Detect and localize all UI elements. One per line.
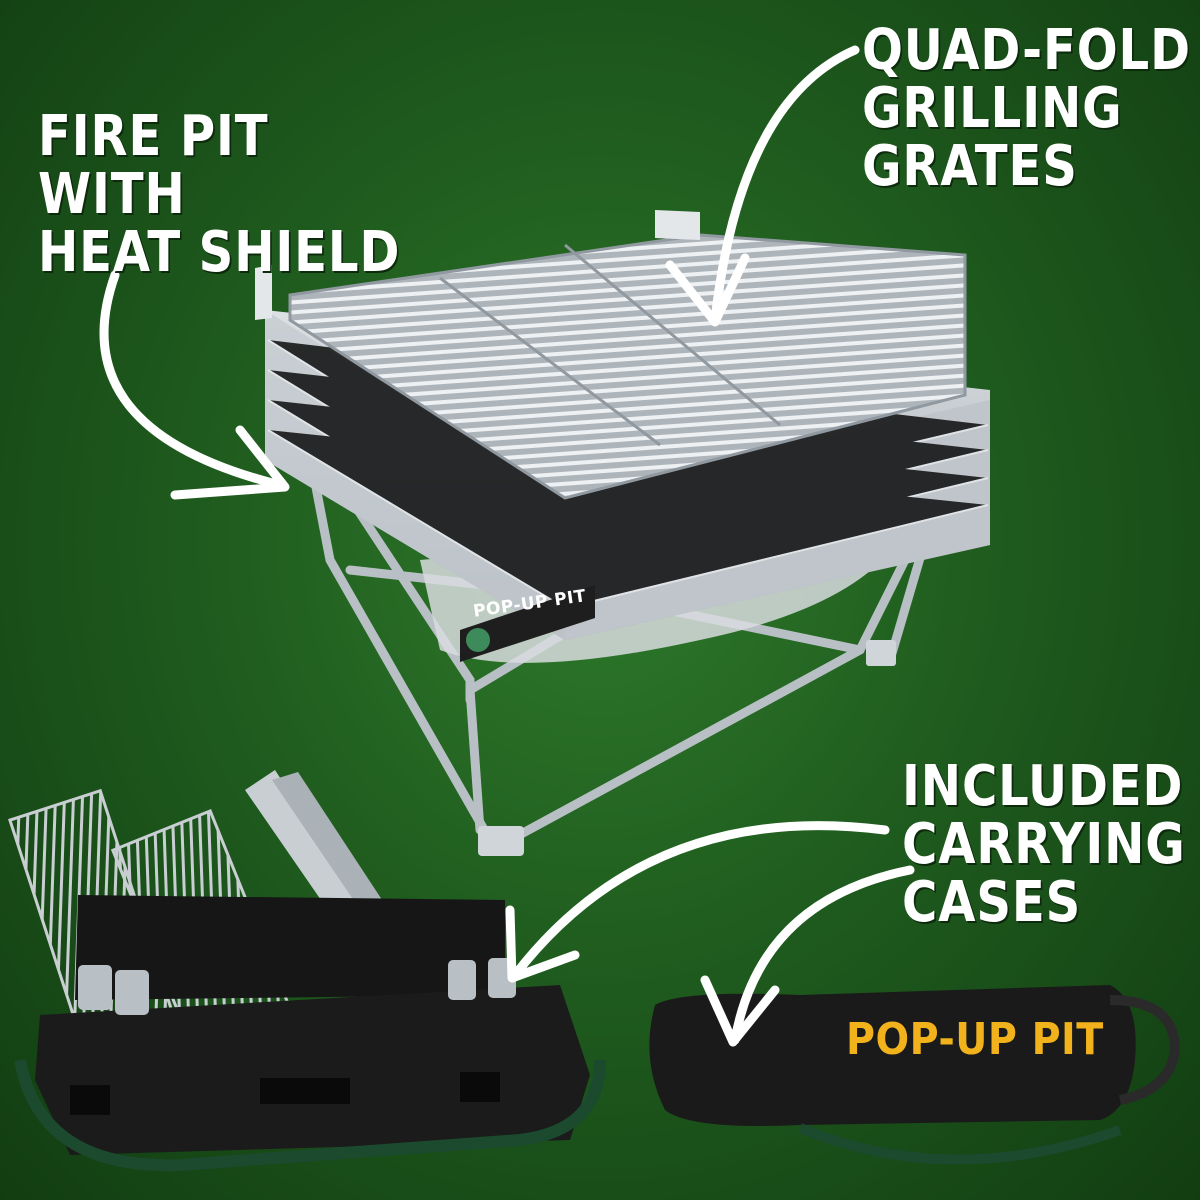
case-body bbox=[35, 985, 590, 1155]
arrow-head-open-case bbox=[505, 905, 580, 983]
callout-line: CASES bbox=[902, 870, 1082, 935]
arrow-to-grates bbox=[710, 45, 860, 325]
hardware-bolts bbox=[78, 958, 516, 1015]
callout-line: FIRE PIT bbox=[38, 104, 269, 169]
callout-line: HEAT SHIELD bbox=[38, 220, 401, 285]
callout-line: INCLUDED bbox=[902, 754, 1184, 819]
callout-line: GRILLING bbox=[862, 76, 1123, 141]
callout-line: CARRYING bbox=[902, 812, 1186, 877]
pit-foot bbox=[478, 826, 524, 856]
arrow-head-closed-bag bbox=[700, 975, 780, 1047]
annotation-arrows bbox=[99, 45, 915, 1047]
case-strap bbox=[14, 1058, 606, 1172]
arrow-to-closed-bag bbox=[730, 865, 915, 1045]
callout-cases: INCLUDED CARRYING CASES bbox=[902, 758, 1186, 932]
callout-line: GRATES bbox=[862, 134, 1078, 199]
bag-strap bbox=[798, 1123, 1122, 1165]
bag-body bbox=[649, 985, 1136, 1126]
callout-fire-pit: FIRE PIT WITH HEAT SHIELD bbox=[38, 108, 400, 282]
arrow-head-grates bbox=[665, 253, 750, 327]
pit-foot bbox=[866, 640, 896, 666]
arrow-to-heat-shield bbox=[99, 270, 285, 490]
callout-line: QUAD-FOLD bbox=[862, 18, 1191, 83]
bag-drawstring bbox=[1109, 995, 1181, 1105]
shield-corner bbox=[655, 210, 700, 240]
shield-corner bbox=[255, 265, 272, 320]
pit-logo-icon bbox=[466, 628, 490, 652]
arrow-to-open-case bbox=[510, 821, 890, 980]
arrow-head-heat-shield bbox=[170, 425, 290, 500]
callout-grates: QUAD-FOLD GRILLING GRATES bbox=[862, 22, 1191, 196]
callout-line: WITH bbox=[38, 162, 186, 227]
pit-badge bbox=[460, 585, 595, 662]
open-carrying-case bbox=[8, 770, 606, 1172]
closed-carrying-bag bbox=[649, 985, 1181, 1165]
fire-pit bbox=[255, 210, 990, 856]
velcro-patches bbox=[70, 1072, 500, 1115]
case-back-flap bbox=[75, 895, 505, 1000]
grill-grates bbox=[290, 235, 965, 498]
bag-brand-label: POP-UP PIT bbox=[846, 1014, 1104, 1065]
